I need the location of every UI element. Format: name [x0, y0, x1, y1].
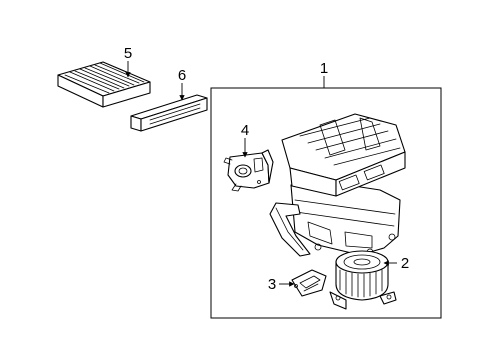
cabin-filter-part[interactable]	[57, 61, 151, 108]
callout-3: 3	[268, 276, 276, 293]
filter-cover-part[interactable]	[130, 94, 208, 132]
callout-1: 1	[320, 60, 328, 77]
actuator-part[interactable]	[223, 149, 274, 192]
callout-4: 4	[241, 122, 249, 139]
callout-5: 5	[124, 45, 132, 62]
hvac-case-part[interactable]	[269, 113, 406, 257]
callout-2: 2	[401, 255, 409, 272]
callout-6: 6	[178, 67, 186, 84]
blower-motor-part[interactable]	[329, 250, 397, 310]
assembly-frame	[210, 87, 442, 319]
resistor-part[interactable]	[291, 269, 327, 297]
